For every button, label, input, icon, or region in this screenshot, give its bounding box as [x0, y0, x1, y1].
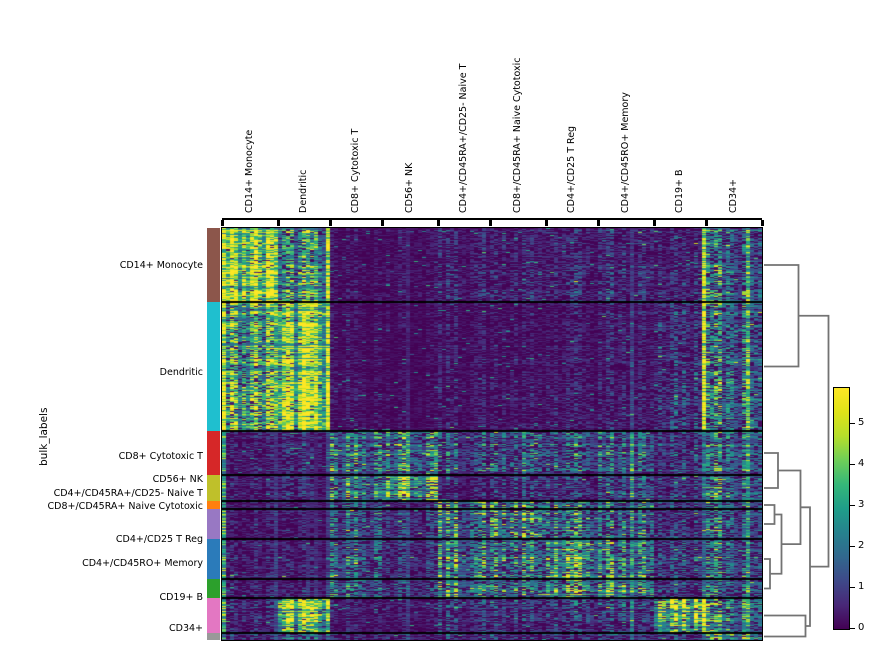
heatmap-canvas — [220, 226, 763, 641]
colorbar-tick-label: 3 — [858, 499, 865, 510]
row-group-color-band — [207, 475, 220, 501]
row-label: CD19+ B — [159, 592, 203, 603]
row-label: CD4+/CD45RO+ Memory — [82, 558, 203, 569]
row-group-color-band — [207, 579, 220, 598]
row-group-color-band — [207, 598, 220, 633]
column-label: CD4+/CD25 T Reg — [566, 125, 577, 213]
bracket-tick — [652, 220, 656, 226]
row-label: CD56+ NK — [152, 474, 203, 485]
column-label: CD8+ Cytotoxic T — [350, 128, 361, 213]
colorbar-tick — [850, 628, 855, 629]
row-group-color-band — [207, 431, 220, 475]
bracket-tick — [276, 220, 280, 226]
column-label: CD56+ NK — [404, 162, 415, 213]
colorbar — [833, 387, 850, 630]
column-label: Dendritic — [298, 169, 309, 213]
colorbar-tick-label: 2 — [858, 540, 865, 551]
row-label: CD8+ Cytotoxic T — [118, 451, 203, 462]
row-group-color-band — [207, 302, 220, 431]
colorbar-tick-label: 1 — [858, 581, 865, 592]
colorbar-tick-label: 4 — [858, 458, 865, 469]
column-label: CD8+/CD45RA+ Naive Cytotoxic — [512, 57, 523, 213]
bracket-tick — [704, 220, 708, 226]
column-label: CD4+/CD45RA+/CD25- Naive T — [458, 63, 469, 213]
bracket-tick — [436, 220, 440, 226]
row-label: CD34+ — [169, 623, 203, 634]
colorbar-tick-label: 0 — [858, 622, 865, 633]
row-label: CD4+/CD45RA+/CD25- Naive T — [53, 488, 203, 499]
row-group-color-band — [207, 509, 220, 539]
bracket-tick — [596, 220, 600, 226]
bracket-tick — [220, 220, 224, 226]
row-group-color-band — [207, 633, 220, 640]
bracket-tick — [488, 220, 492, 226]
row-label: CD4+/CD25 T Reg — [115, 534, 203, 545]
row-group-color-band — [207, 539, 220, 579]
colorbar-tick — [850, 587, 855, 588]
bracket-tick — [760, 220, 764, 226]
y-axis-label: bulk_labels — [38, 407, 50, 466]
bracket-tick — [544, 220, 548, 226]
bracket-line — [222, 218, 762, 220]
row-label: CD14+ Monocyte — [119, 260, 203, 271]
column-label: CD34+ — [728, 179, 739, 213]
column-label: CD19+ B — [674, 169, 685, 213]
row-label: Dendritic — [159, 367, 203, 378]
bracket-tick — [380, 220, 384, 226]
colorbar-tick — [850, 505, 855, 506]
colorbar-tick — [850, 423, 855, 424]
column-label: CD4+/CD45RO+ Memory — [620, 92, 631, 213]
colorbar-tick-label: 5 — [858, 417, 865, 428]
row-group-color-band — [207, 501, 220, 509]
colorbar-tick — [850, 464, 855, 465]
row-label: CD8+/CD45RA+ Naive Cytotoxic — [47, 501, 203, 512]
bracket-tick — [328, 220, 332, 226]
row-group-color-band — [207, 228, 220, 302]
colorbar-tick — [850, 546, 855, 547]
column-label: CD14+ Monocyte — [244, 129, 255, 213]
